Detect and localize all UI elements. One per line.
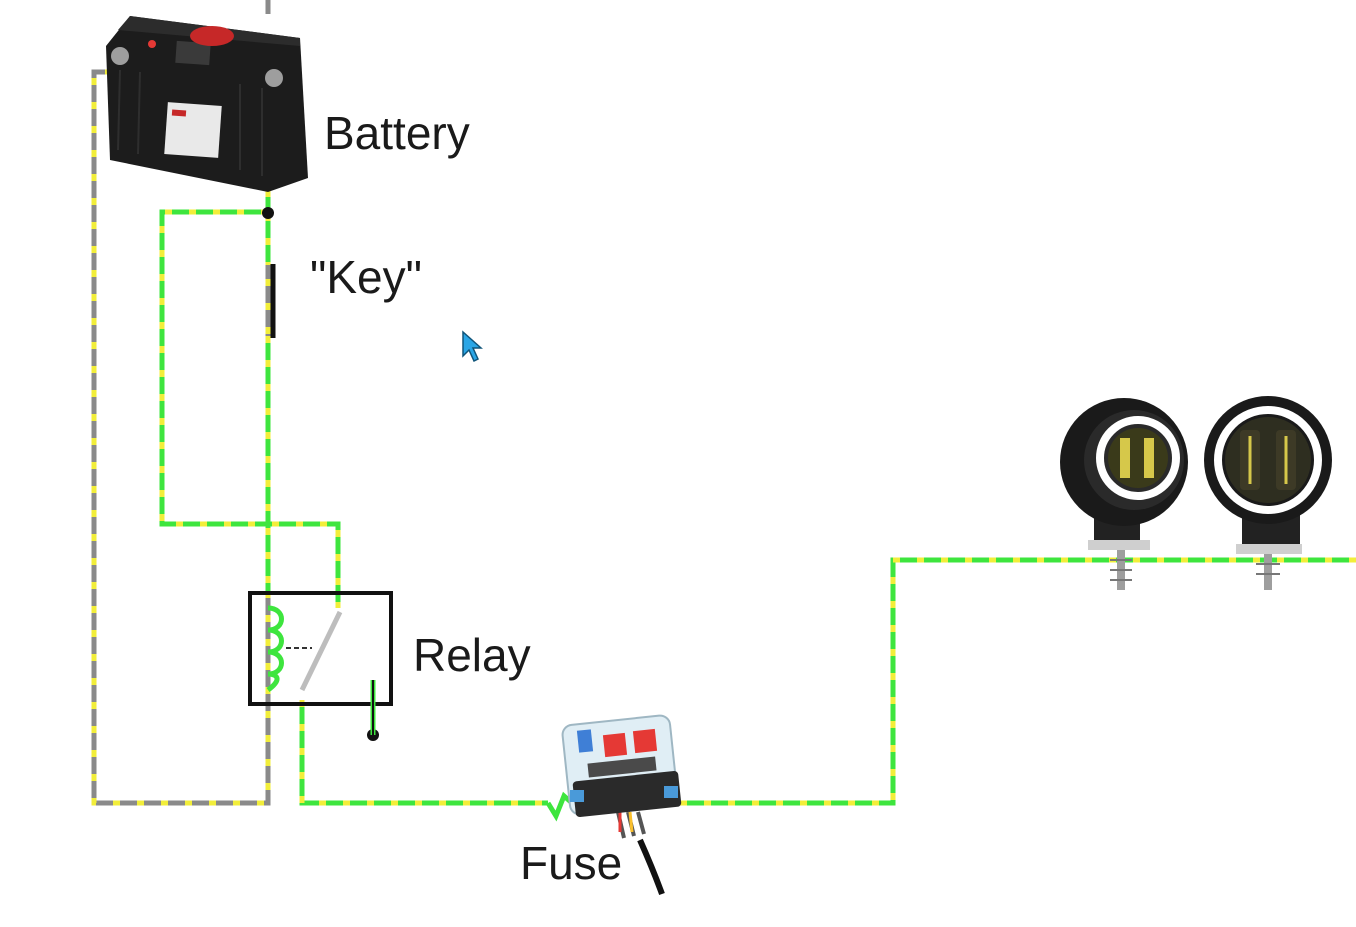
fog-light-icon <box>1204 396 1332 590</box>
fuse-label: Fuse <box>520 837 623 889</box>
relay-icon <box>248 591 393 735</box>
relay-label: Relay <box>413 629 531 681</box>
key-label: "Key" <box>310 251 422 303</box>
cursor-icon <box>462 330 483 363</box>
relay-coil <box>266 605 284 693</box>
battery-label: Battery <box>324 107 470 159</box>
lights-feed-dashes <box>680 557 1356 806</box>
ground-wire-dashes <box>91 69 271 806</box>
fog-light-icon <box>1060 398 1188 590</box>
relay-output-dashes <box>299 700 548 806</box>
relay-supply-loop-wire <box>159 209 341 608</box>
relay-output-wire <box>299 700 548 806</box>
fuse-box-icon <box>561 714 682 896</box>
lights-feed-wire <box>680 557 1356 806</box>
relay-switch-blade <box>299 610 343 692</box>
battery-icon <box>106 16 308 192</box>
fuse-squiggle <box>545 791 574 822</box>
junction-dot-battery <box>262 207 274 219</box>
ground-wires <box>91 0 271 806</box>
